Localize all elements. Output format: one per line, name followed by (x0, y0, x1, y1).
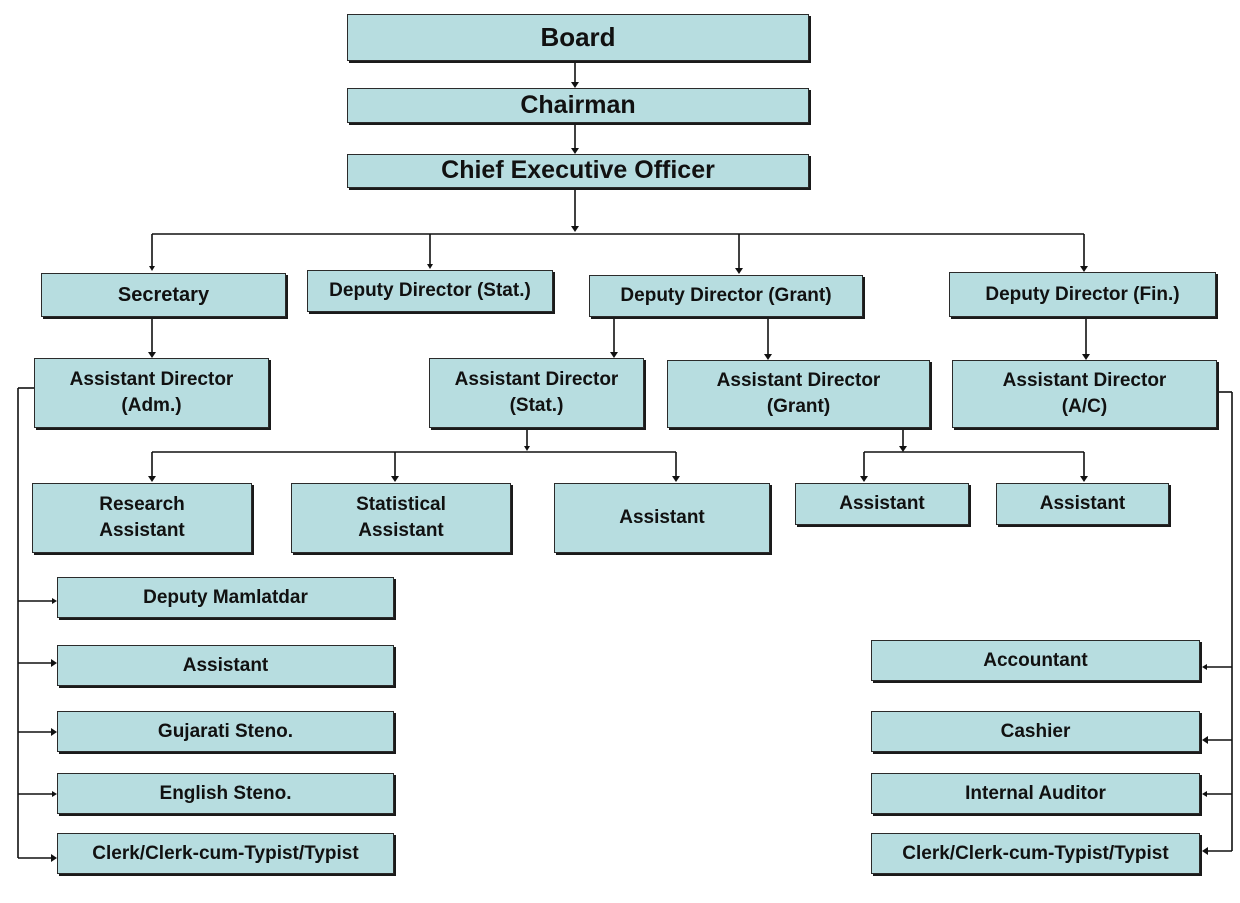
node-ac-clerk: Clerk/Clerk-cum-Typist/Typist (871, 833, 1200, 874)
node-assistant-director-grant: Assistant Director (Grant) (667, 360, 930, 428)
node-research-assistant: Research Assistant (32, 483, 252, 553)
node-chairman: Chairman (347, 88, 809, 123)
node-adm-assistant: Assistant (57, 645, 394, 686)
node-accountant: Accountant (871, 640, 1200, 681)
node-deputy-director-stat: Deputy Director (Stat.) (307, 270, 553, 312)
node-grant-assistant-2: Assistant (996, 483, 1169, 525)
node-assistant-director-ac: Assistant Director (A/C) (952, 360, 1217, 428)
node-gujarati-steno: Gujarati Steno. (57, 711, 394, 752)
node-adm-clerk: Clerk/Clerk-cum-Typist/Typist (57, 833, 394, 874)
node-internal-auditor: Internal Auditor (871, 773, 1200, 814)
node-grant-assistant-1: Assistant (795, 483, 969, 525)
node-deputy-director-grant: Deputy Director (Grant) (589, 275, 863, 317)
node-assistant-director-adm: Assistant Director (Adm.) (34, 358, 269, 428)
node-stat-assistant: Assistant (554, 483, 770, 553)
node-board: Board (347, 14, 809, 61)
node-assistant-director-stat: Assistant Director (Stat.) (429, 358, 644, 428)
node-secretary: Secretary (41, 273, 286, 317)
node-deputy-director-fin: Deputy Director (Fin.) (949, 272, 1216, 317)
node-statistical-assistant: Statistical Assistant (291, 483, 511, 553)
node-chief-executive-officer: Chief Executive Officer (347, 154, 809, 188)
node-cashier: Cashier (871, 711, 1200, 752)
node-english-steno: English Steno. (57, 773, 394, 814)
node-deputy-mamlatdar: Deputy Mamlatdar (57, 577, 394, 618)
